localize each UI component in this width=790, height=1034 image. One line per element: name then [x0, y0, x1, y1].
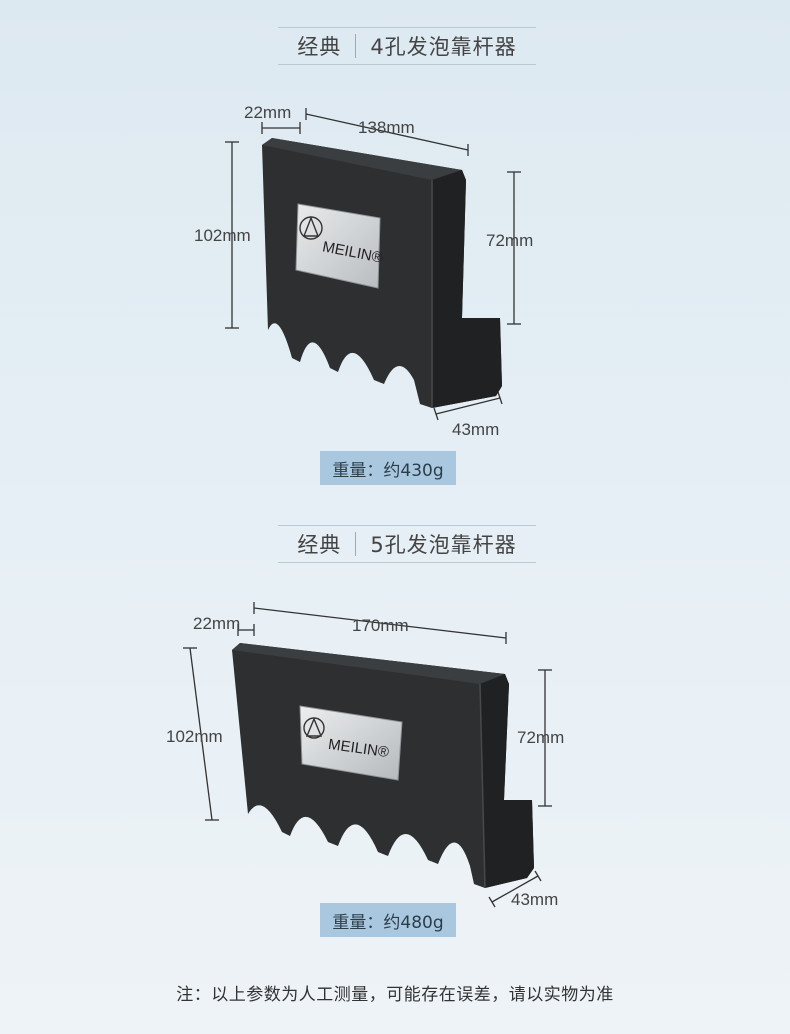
title-name: 5孔发泡靠杆器: [370, 533, 517, 557]
dim-step-height: 72mm: [486, 231, 534, 250]
title-divider: [355, 532, 357, 556]
dim-thickness: 22mm: [193, 614, 241, 633]
product-1-title: 经典 4孔发泡靠杆器: [278, 27, 536, 65]
dim-length: 138mm: [358, 118, 415, 137]
title-name: 4孔发泡靠杆器: [370, 35, 517, 59]
title-prefix: 经典: [297, 533, 342, 557]
dim-height: 102mm: [194, 226, 251, 245]
title-prefix: 经典: [297, 35, 342, 59]
dim-height: 102mm: [166, 727, 223, 746]
triangle-logo-icon: [303, 717, 325, 739]
weight-badge: 重量：约480g: [320, 903, 456, 937]
product-1-illustration: [225, 108, 521, 421]
dim-thickness: 22mm: [244, 103, 292, 122]
measurement-note: 注：以上参数为人工测量，可能存在误差，请以实物为准: [176, 985, 614, 1005]
dimension-lines: [183, 602, 552, 908]
product-2-title: 经典 5孔发泡靠杆器: [278, 525, 536, 563]
dim-length: 170mm: [352, 616, 409, 635]
dim-depth: 43mm: [511, 890, 559, 909]
nameplate: [295, 203, 381, 289]
triangle-logo-icon: [299, 216, 323, 240]
product-2-illustration: [183, 602, 552, 908]
rack-body: [262, 138, 502, 408]
weight-badge: 重量：约430g: [320, 451, 456, 485]
dimension-lines: [225, 108, 521, 421]
dim-step-height: 72mm: [517, 728, 565, 747]
title-divider: [355, 34, 357, 58]
dim-depth: 43mm: [452, 420, 500, 439]
nameplate: [299, 705, 403, 781]
